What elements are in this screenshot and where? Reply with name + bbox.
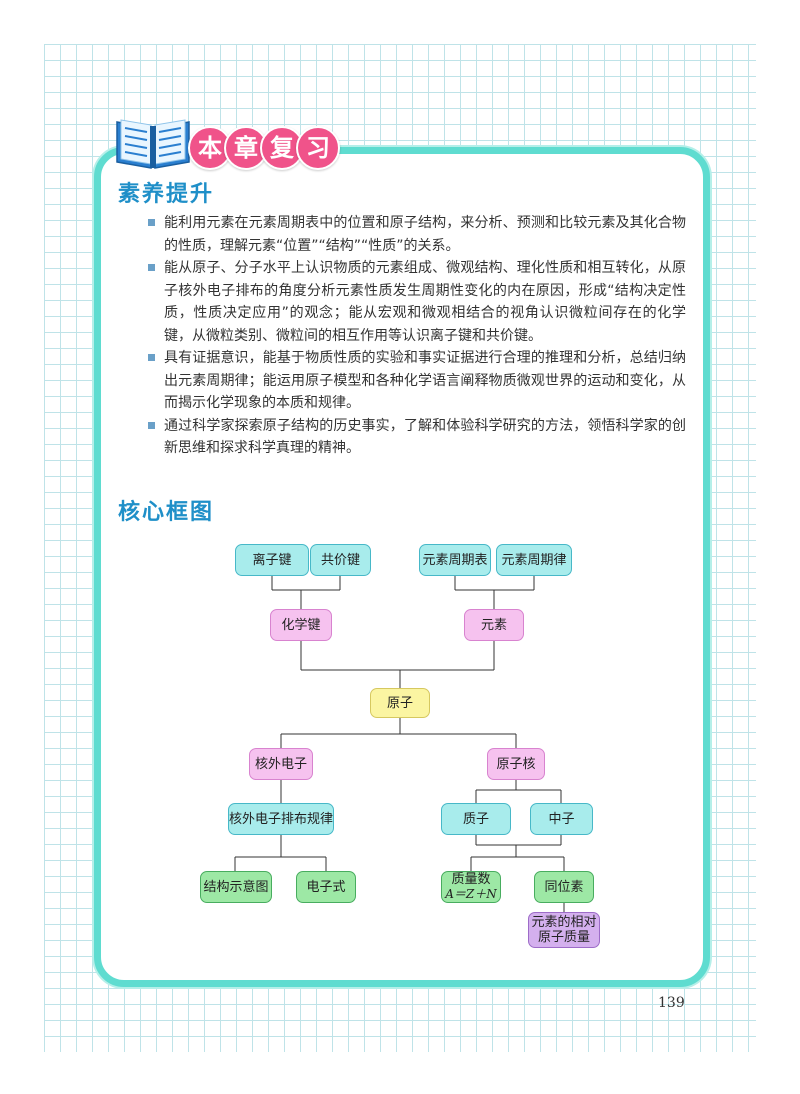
- relative-mass-line2: 原子质量: [537, 930, 590, 945]
- bullet-text: 通过科学家探索原子结构的历史事实，了解和体验科学研究的方法，领悟科学家的创新思维…: [164, 417, 686, 457]
- list-item: 能利用元素在元素周期表中的位置和原子结构，来分析、预测和比较元素及其化合物的性质…: [148, 212, 686, 257]
- node-element: 元素: [464, 609, 524, 641]
- relative-mass-line1: 元素的相对: [531, 915, 597, 930]
- section-title-literacy: 素养提升: [118, 182, 215, 207]
- node-isotope: 同位素: [534, 871, 594, 903]
- node-chemical-bond: 化学键: [270, 609, 332, 641]
- bullet-square-icon: [148, 354, 155, 361]
- node-ionic-bond: 离子键: [235, 544, 309, 576]
- list-item: 能从原子、分子水平上认识物质的元素组成、微观结构、理化性质和相互转化，从原子核外…: [148, 257, 686, 347]
- title-char-1: 本: [188, 126, 232, 170]
- list-item: 通过科学家探索原子结构的历史事实，了解和体验科学研究的方法，领悟科学家的创新思维…: [148, 415, 686, 460]
- node-electron-formula: 电子式: [296, 871, 356, 903]
- bullet-text: 能从原子、分子水平上认识物质的元素组成、微观结构、理化性质和相互转化，从原子核外…: [164, 260, 686, 344]
- bullet-square-icon: [148, 219, 155, 226]
- node-outer-electrons: 核外电子: [249, 748, 313, 780]
- mass-number-label: 质量数: [451, 872, 491, 887]
- list-item: 具有证据意识，能基于物质性质的实验和事实证据进行合理的推理和分析，总结归纳出元素…: [148, 347, 686, 415]
- node-structure-diagram: 结构示意图: [200, 871, 272, 903]
- bullet-square-icon: [148, 264, 155, 271]
- mass-number-formula: A＝Z＋N: [445, 887, 497, 901]
- node-electron-arrangement: 核外电子排布规律: [228, 803, 334, 835]
- section-title-core-diagram: 核心框图: [118, 500, 215, 525]
- node-periodic-law: 元素周期律: [496, 544, 572, 576]
- node-atom: 原子: [370, 688, 430, 718]
- node-periodic-table: 元素周期表: [419, 544, 491, 576]
- node-relative-atomic-mass: 元素的相对 原子质量: [528, 912, 600, 948]
- node-proton: 质子: [441, 803, 511, 835]
- bullet-text: 具有证据意识，能基于物质性质的实验和事实证据进行合理的推理和分析，总结归纳出元素…: [164, 350, 686, 411]
- bullet-text: 能利用元素在元素周期表中的位置和原子结构，来分析、预测和比较元素及其化合物的性质…: [164, 215, 686, 254]
- node-nucleus: 原子核: [487, 748, 545, 780]
- page-number: 139: [658, 995, 685, 1011]
- title-char-4: 习: [296, 126, 340, 170]
- review-card: [94, 147, 710, 987]
- node-covalent-bond: 共价键: [310, 544, 371, 576]
- literacy-bullet-list: 能利用元素在元素周期表中的位置和原子结构，来分析、预测和比较元素及其化合物的性质…: [148, 212, 686, 460]
- bullet-square-icon: [148, 421, 155, 429]
- node-neutron: 中子: [530, 803, 593, 835]
- node-mass-number: 质量数 A＝Z＋N: [441, 871, 501, 903]
- book-icon: [116, 119, 190, 169]
